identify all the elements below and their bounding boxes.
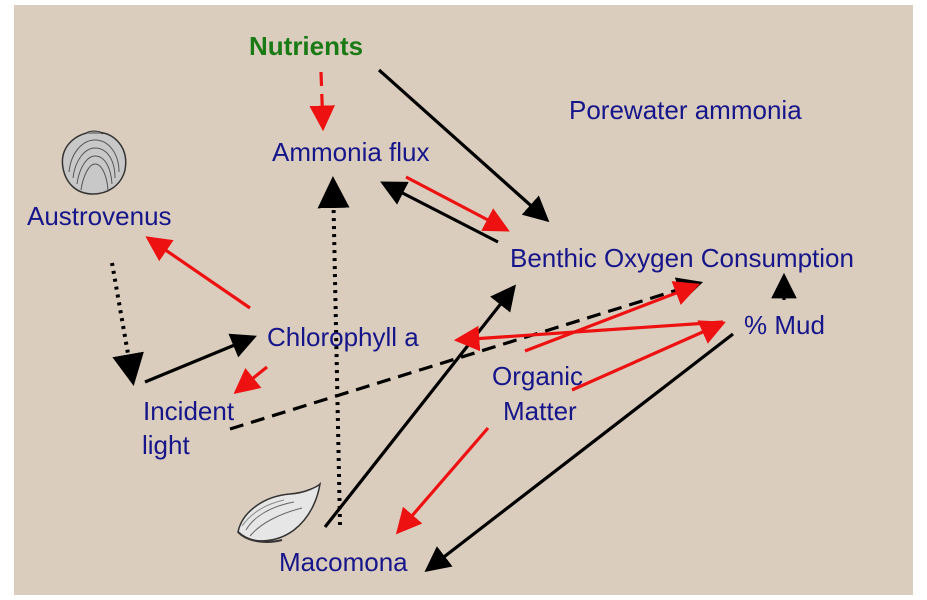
edge-benthic-oxygen-to-ammonia-flux xyxy=(383,183,498,242)
macomona-clam-icon xyxy=(232,482,324,550)
node-benthic-oxygen-consumption: Benthic Oxygen Consumption xyxy=(510,242,854,274)
edge-chlorophyll-to-austrovenus xyxy=(148,238,250,308)
node-austrovenus: Austrovenus xyxy=(27,200,172,232)
austrovenus-clam-icon xyxy=(55,128,133,200)
node-ammonia-flux: Ammonia flux xyxy=(272,136,430,168)
edge-austrovenus-to-incident xyxy=(112,263,133,382)
edge-organic-to-mud xyxy=(572,323,723,390)
edge-organic-to-macomona xyxy=(398,428,488,532)
edge-group xyxy=(112,70,784,570)
edge-nutrients-to-ammonia-flux xyxy=(321,72,323,128)
node-macomona: Macomona xyxy=(279,546,408,578)
node-organic: Organic xyxy=(492,360,583,392)
edge-incident-to-chlorophyll xyxy=(145,337,254,382)
node-porewater-ammonia: Porewater ammonia xyxy=(569,94,802,126)
node-incident: Incident xyxy=(143,395,234,427)
edge-organic-to-benthic-oxygen xyxy=(525,285,697,351)
node-chlorophyll-a: Chlorophyll a xyxy=(267,321,419,353)
edge-chlorophyll-to-incident xyxy=(236,367,267,392)
node-percent-mud: % Mud xyxy=(744,309,825,341)
node-nutrients: Nutrients xyxy=(249,30,363,62)
edge-incident-to-benthic-oxygen xyxy=(230,283,700,429)
node-matter: Matter xyxy=(503,395,577,427)
node-light: light xyxy=(142,429,190,461)
